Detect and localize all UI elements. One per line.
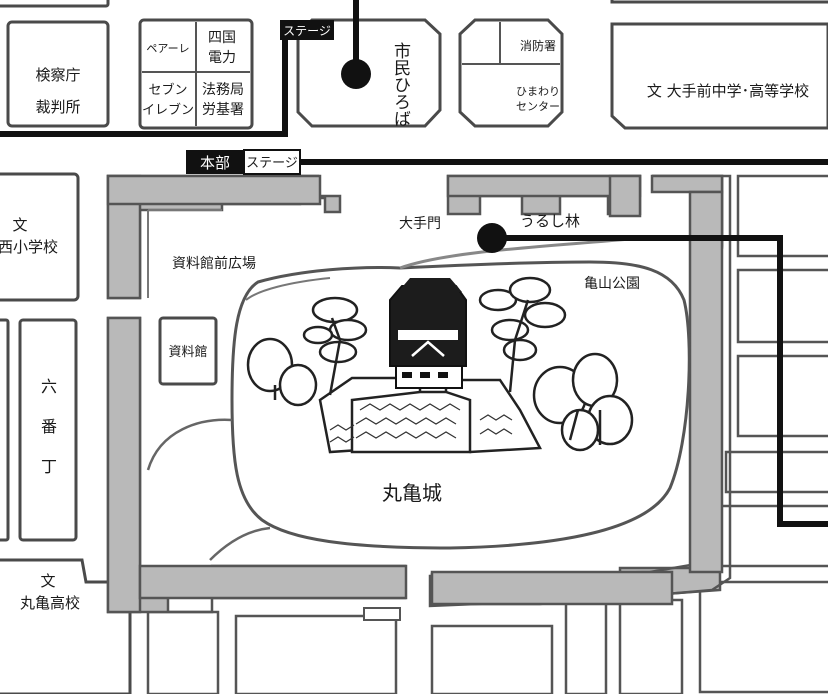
block-nishi-school bbox=[0, 172, 80, 302]
route-lines bbox=[0, 0, 828, 527]
block-prosecutors-court bbox=[6, 20, 110, 128]
tag-stage-top-text: ステージ bbox=[283, 24, 331, 38]
label-rokubancho-2: 番 bbox=[41, 417, 57, 436]
label-rokubancho-1: 六 bbox=[41, 377, 57, 396]
tag-honbu-stage[interactable]: 本部 ステージ bbox=[186, 149, 301, 175]
label-himawari-2: センター bbox=[516, 100, 560, 113]
label-legal-2: 労基署 bbox=[202, 101, 244, 118]
label-citizen-plaza: 市民ひろば bbox=[390, 42, 411, 127]
label-seven-1: セブン bbox=[148, 82, 187, 98]
label-kameyama-park: 亀山公園 bbox=[584, 276, 640, 292]
label-shiryo-plaza: 資料館前広場 bbox=[172, 255, 256, 272]
moat-outer bbox=[106, 174, 732, 614]
marker-citizen-plaza[interactable] bbox=[341, 59, 371, 89]
label-seven-2: イレブン bbox=[142, 102, 194, 118]
block-fire-himawari bbox=[458, 18, 564, 128]
tag-stage-top[interactable]: ステージ bbox=[280, 20, 334, 40]
tag-stage-mid-text: ステージ bbox=[246, 156, 298, 171]
label-rokubancho-3: 丁 bbox=[41, 457, 57, 476]
label-prosecutors: 検察庁 bbox=[35, 66, 80, 84]
block-south bbox=[146, 600, 608, 694]
label-himawari-1: ひまわり bbox=[516, 85, 560, 98]
tag-honbu-text: 本部 bbox=[200, 154, 230, 172]
label-fire: 消防署 bbox=[520, 38, 556, 53]
label-otemon: 大手門 bbox=[399, 216, 441, 232]
label-nishi-school-1: 文 bbox=[12, 216, 27, 234]
marker-otemon[interactable] bbox=[477, 223, 507, 253]
label-yonden-1: 四国 bbox=[208, 30, 236, 46]
label-pair: ペアーレ bbox=[146, 42, 189, 55]
shiryokan-building bbox=[158, 316, 218, 386]
label-shiryokan: 資料館 bbox=[168, 345, 207, 360]
label-nishi-school-2: 西小学校 bbox=[0, 238, 58, 256]
castle-illustration bbox=[246, 276, 634, 454]
block-shops bbox=[138, 18, 254, 130]
label-marugame-hs-1: 文 bbox=[40, 572, 55, 590]
block-otemae-school bbox=[610, 0, 828, 130]
label-marugame-hs-2: 丸亀高校 bbox=[20, 594, 80, 612]
label-court: 裁判所 bbox=[35, 98, 80, 116]
label-otemae-school: 文 大手前中学･高等学校 bbox=[647, 82, 809, 100]
label-yonden-2: 電力 bbox=[208, 50, 236, 66]
label-legal-1: 法務局 bbox=[202, 82, 244, 98]
label-castle: 丸亀城 bbox=[382, 481, 442, 505]
block-rokubancho bbox=[0, 318, 78, 542]
label-urushi: うるし林 bbox=[520, 212, 580, 230]
